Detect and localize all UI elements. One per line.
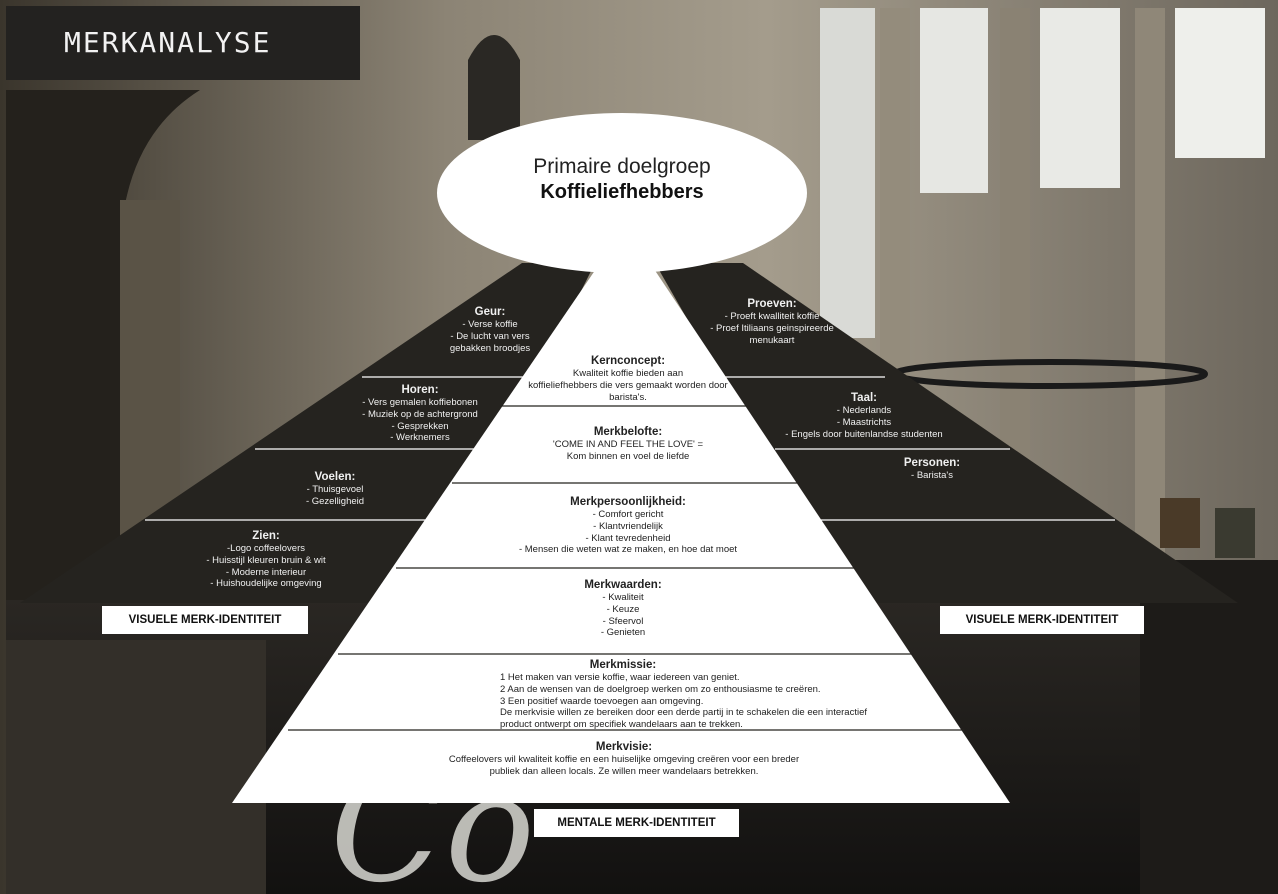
geur-block: Geur: - Verse koffie - De lucht van vers… [420, 305, 560, 354]
target-group-value: Koffieliefhebbers [540, 181, 704, 203]
zien-line: - Huishoudelijke omgeving [210, 578, 322, 590]
merkpersoonlijkheid-line: - Comfort gericht [592, 509, 664, 520]
zien-heading: Zien: [252, 530, 280, 542]
merkmissie-line: 3 Een positief waarde toevoegen aan omge… [500, 695, 704, 707]
horen-block: Horen: - Vers gemalen koffiebonen - Muzi… [340, 383, 500, 444]
visual-identity-label-right: VISUELE MERK-IDENTITEIT [940, 606, 1144, 634]
target-group-oval [437, 113, 807, 273]
merkpersoonlijkheid-block: Merkpersoonlijkheid: - Comfort gericht -… [508, 495, 748, 556]
kernconcept-line: barista's. [609, 391, 647, 403]
proeven-line: - Proeft kwalliteit koffie [724, 311, 820, 322]
merkwaarden-line: - Genieten [600, 627, 646, 639]
merkmissie-line: product ontwerpt om specifiek wandelaars… [500, 719, 743, 731]
horen-line: - Gesprekken [391, 420, 449, 432]
visual-identity-label-left: VISUELE MERK-IDENTITEIT [102, 606, 308, 634]
merkwaarden-line: - Keuze [606, 603, 640, 615]
horen-line: - Vers gemalen koffiebonen [362, 397, 478, 408]
proeven-block: Proeven: - Proeft kwalliteit koffie - Pr… [692, 297, 852, 346]
kernconcept-block: Kernconcept: Kwaliteit koffie bieden aan… [528, 354, 728, 403]
merkmissie-line: 1 Het maken van versie koffie, waar iede… [500, 672, 740, 683]
taal-block: Taal: - Nederlands - Maastrichts - Engel… [774, 391, 954, 440]
proeven-heading: Proeven: [747, 298, 797, 310]
geur-line: gebakken broodjes [449, 342, 531, 354]
merkpersoonlijkheid-line: - Mensen die weten wat ze maken, en hoe … [518, 544, 738, 556]
merkmissie-block: Merkmissie: 1 Het maken van versie koffi… [500, 658, 920, 731]
merkbelofte-heading: Merkbelofte: [593, 426, 663, 438]
voelen-block: Voelen: - Thuisgevoel - Gezelligheid [270, 470, 400, 508]
merkmissie-line: 2 Aan de wensen van de doelgroep werken … [500, 683, 821, 695]
kernconcept-line: koffieliefhebbers die vers gemaakt worde… [528, 379, 728, 391]
merkmissie-line: De merkvisie willen ze bereiken door een… [500, 707, 868, 719]
kernconcept-heading: Kernconcept: [590, 355, 666, 367]
taal-line: - Engels door buitenlandse studenten [785, 428, 943, 440]
merkbelofte-line: 'COME IN AND FEEL THE LOVE' = [552, 439, 704, 450]
merkvisie-heading: Merkvisie: [595, 741, 653, 753]
personen-line: - Barista's [911, 470, 953, 481]
merkwaarden-line: - Kwaliteit [602, 592, 644, 603]
merkwaarden-heading: Merkwaarden: [584, 579, 662, 591]
merkpersoonlijkheid-heading: Merkpersoonlijkheid: [570, 496, 686, 508]
right-wing-panel [655, 263, 1238, 603]
center-pyramid [232, 263, 1010, 803]
geur-line: - De lucht van vers [450, 330, 530, 342]
kernconcept-line: Kwaliteit koffie bieden aan [572, 368, 684, 379]
mental-identity-label: MENTALE MERK-IDENTITEIT [534, 809, 739, 837]
voelen-line: - Thuisgevoel [306, 484, 364, 495]
voelen-heading: Voelen: [314, 471, 356, 483]
proeven-line: menukaart [749, 334, 795, 346]
merkvisie-line: publiek dan alleen locals. Ze willen mee… [489, 765, 759, 777]
taal-line: - Maastrichts [836, 416, 892, 428]
merkpersoonlijkheid-line: - Klant tevredenheid [585, 532, 671, 544]
horen-line: - Werknemers [390, 432, 450, 444]
merkbelofte-line: Kom binnen en voel de liefde [566, 450, 690, 462]
merkvisie-line: Coffeelovers wil kwaliteit koffie en een… [448, 754, 800, 765]
page-title: MERKANALYSE [64, 26, 272, 59]
merkvisie-block: Merkvisie: Coffeelovers wil kwaliteit ko… [424, 740, 824, 778]
merkpersoonlijkheid-line: - Klantvriendelijk [593, 520, 663, 532]
personen-heading: Personen: [903, 457, 961, 469]
geur-line: - Verse koffie [462, 319, 518, 330]
zien-line: - Moderne interieur [225, 566, 307, 578]
zien-block: Zien: -Logo coffeelovers - Huisstijl kle… [186, 529, 346, 590]
target-group-label: Primaire doelgroep [533, 155, 711, 178]
merkmissie-heading: Merkmissie: [589, 659, 657, 671]
zien-line: -Logo coffeelovers [227, 543, 305, 554]
personen-block: Personen: - Barista's [882, 456, 982, 482]
merkwaarden-block: Merkwaarden: - Kwaliteit - Keuze - Sfeer… [558, 578, 688, 639]
merkbelofte-block: Merkbelofte: 'COME IN AND FEEL THE LOVE'… [528, 425, 728, 463]
taal-heading: Taal: [851, 392, 877, 404]
proeven-line: - Proef Itiliaans geinspireerde [710, 322, 834, 334]
zien-line: - Huisstijl kleuren bruin & wit [206, 554, 326, 566]
horen-line: - Muziek op de achtergrond [362, 408, 478, 420]
merkwaarden-line: - Sfeervol [602, 615, 644, 627]
taal-line: - Nederlands [836, 405, 892, 416]
horen-heading: Horen: [401, 384, 439, 396]
voelen-line: - Gezelligheid [305, 495, 365, 507]
title-banner [6, 6, 360, 80]
geur-heading: Geur: [474, 306, 506, 318]
